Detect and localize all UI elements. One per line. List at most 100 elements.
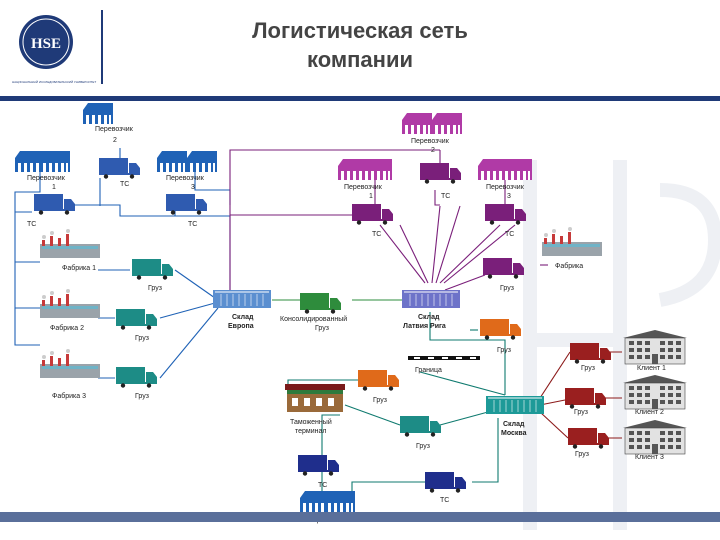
- warehouse-europe-label-1: Склад: [232, 314, 254, 321]
- truck-icon: [400, 416, 441, 437]
- truck-icon: [565, 388, 606, 409]
- cargo-label: Груз: [581, 365, 595, 372]
- warehouse-europe-icon: [212, 289, 272, 309]
- warehouse-moscow-label-2: Москва: [501, 430, 527, 437]
- customs-label-2: терминал: [295, 428, 326, 435]
- warehouse-moscow-icon: [485, 395, 545, 415]
- customs-label-1: Таможенный: [290, 418, 332, 426]
- client-2-icon: [622, 374, 688, 410]
- title-line-1: Логистическая сеть: [252, 18, 468, 43]
- cargo-label: Груз: [416, 443, 430, 450]
- header-bar: [0, 96, 720, 101]
- title-line-2: компании: [306, 47, 413, 72]
- truck-icon: [298, 455, 339, 476]
- truck-icon: [166, 194, 207, 215]
- truck-icon: [483, 258, 524, 279]
- logo-caption: НАЦИОНАЛЬНЫЙ ИССЛЕДОВАТЕЛЬСКИЙ УНИВЕРСИТ…: [12, 80, 97, 84]
- carrier-1-label: Перевозчик: [27, 175, 66, 182]
- background-watermark: [500, 150, 720, 540]
- riga-carrier-2-depot-icon: [402, 113, 432, 134]
- carrier-1-number: 1: [52, 184, 56, 191]
- header-divider: [101, 10, 103, 84]
- riga-carrier-2-depot-icon: [432, 113, 462, 134]
- factory-latvia-label: Фабрика: [555, 262, 583, 270]
- cargo-label: Груз: [135, 393, 149, 400]
- truck-icon: [132, 259, 173, 280]
- cargo-label: Груз: [500, 285, 514, 292]
- truck-icon: [420, 163, 461, 184]
- hse-emblem-icon: HSE: [19, 15, 73, 69]
- factory-latvia-icon: [542, 227, 602, 256]
- riga-carrier-1-label: Перевозчик: [344, 184, 383, 191]
- carrier-3-depot-icon: [157, 151, 187, 172]
- warehouse-moscow-label-1: Склад: [503, 421, 525, 428]
- cargo-label: Груз: [575, 451, 589, 458]
- client-2-label: Клиент 2: [635, 409, 664, 416]
- factory-3-label: Фабрика 3: [52, 392, 86, 400]
- slide-title: Логистическая сеть компании: [180, 16, 540, 74]
- riga-carrier-1-number: 1: [369, 193, 373, 200]
- logo-monogram: HSE: [31, 36, 61, 52]
- client-1-label: Клиент 1: [637, 365, 666, 372]
- carrier-2-label: Перевозчик: [95, 126, 134, 133]
- carrier-1-depot-icon: [40, 151, 70, 172]
- warehouse-riga-label-2: Латвия Рига: [403, 323, 446, 330]
- border-line: [408, 356, 480, 360]
- cargo-label: Груз: [148, 285, 162, 292]
- carrier-3-label: Перевозчик: [166, 175, 205, 182]
- riga-carrier-3-label: Перевозчик: [486, 184, 525, 191]
- slide-header: HSE НАЦИОНАЛЬНЫЙ ИССЛЕДОВАТЕЛЬСКИЙ УНИВЕ…: [0, 0, 720, 96]
- consolidated-label-2: Груз: [315, 325, 329, 332]
- riga-carrier-3-depot-icon: [502, 159, 532, 180]
- riga-carrier-1-depot-icon: [362, 159, 392, 180]
- ts-label: ТС: [318, 482, 327, 489]
- warehouse-riga-label-1: Склад: [418, 314, 440, 321]
- ts-label: ТС: [441, 193, 450, 200]
- cargo-label: Груз: [497, 347, 511, 354]
- cargo-label: Груз: [373, 397, 387, 404]
- consolidated-label-1: Консолидированный: [280, 315, 347, 323]
- footer-bar: [0, 512, 720, 522]
- factory-1-icon: [40, 229, 100, 258]
- carrier-3-depot-icon: [187, 151, 217, 172]
- factory-1-label: Фабрика 1: [62, 264, 96, 272]
- truck-icon: [358, 370, 399, 391]
- truck-icon: [425, 472, 466, 493]
- riga-network-lines: [229, 149, 548, 291]
- cargo-label: Груз: [574, 409, 588, 416]
- cargo-label: Груз: [135, 335, 149, 342]
- truck-icon: [570, 343, 611, 364]
- moscow-carrier-depot-icon: [325, 491, 355, 512]
- client-3-icon: [622, 419, 688, 455]
- factory-2-label: Фабрика 2: [50, 324, 84, 332]
- truck-icon: [352, 204, 393, 225]
- warehouse-riga-icon: [401, 289, 461, 309]
- truck-icon: [568, 428, 609, 449]
- customs-terminal-icon: [285, 384, 345, 412]
- ts-label: ТС: [440, 497, 449, 504]
- border-label: Граница: [415, 367, 442, 374]
- truck-icon: [300, 293, 341, 314]
- university-logo: HSE НАЦИОНАЛЬНЫЙ ИССЛЕДОВАТЕЛЬСКИЙ УНИВЕ…: [8, 8, 100, 88]
- carrier-2-depot-icon: [83, 103, 113, 124]
- carrier-3-number: 3: [191, 184, 195, 191]
- carrier-2-number: 2: [113, 137, 117, 144]
- ts-label: ТС: [372, 231, 381, 238]
- warehouse-europe-label-2: Европа: [228, 323, 254, 330]
- ts-label: ТС: [120, 181, 129, 188]
- ts-label: ТС: [505, 231, 514, 238]
- truck-icon: [116, 309, 157, 330]
- riga-carrier-3-number: 3: [507, 193, 511, 200]
- ts-label: ТС: [27, 221, 36, 228]
- ts-label: ТС: [188, 221, 197, 228]
- factory-3-icon: [40, 349, 100, 378]
- truck-icon: [99, 158, 140, 179]
- truck-icon: [116, 367, 157, 388]
- truck-icon: [485, 204, 526, 225]
- client-1-icon: [622, 329, 688, 365]
- factory-2-icon: [40, 289, 100, 318]
- truck-icon: [34, 194, 75, 215]
- truck-icon: [480, 319, 521, 340]
- riga-carrier-2-label: Перевозчик: [411, 138, 450, 145]
